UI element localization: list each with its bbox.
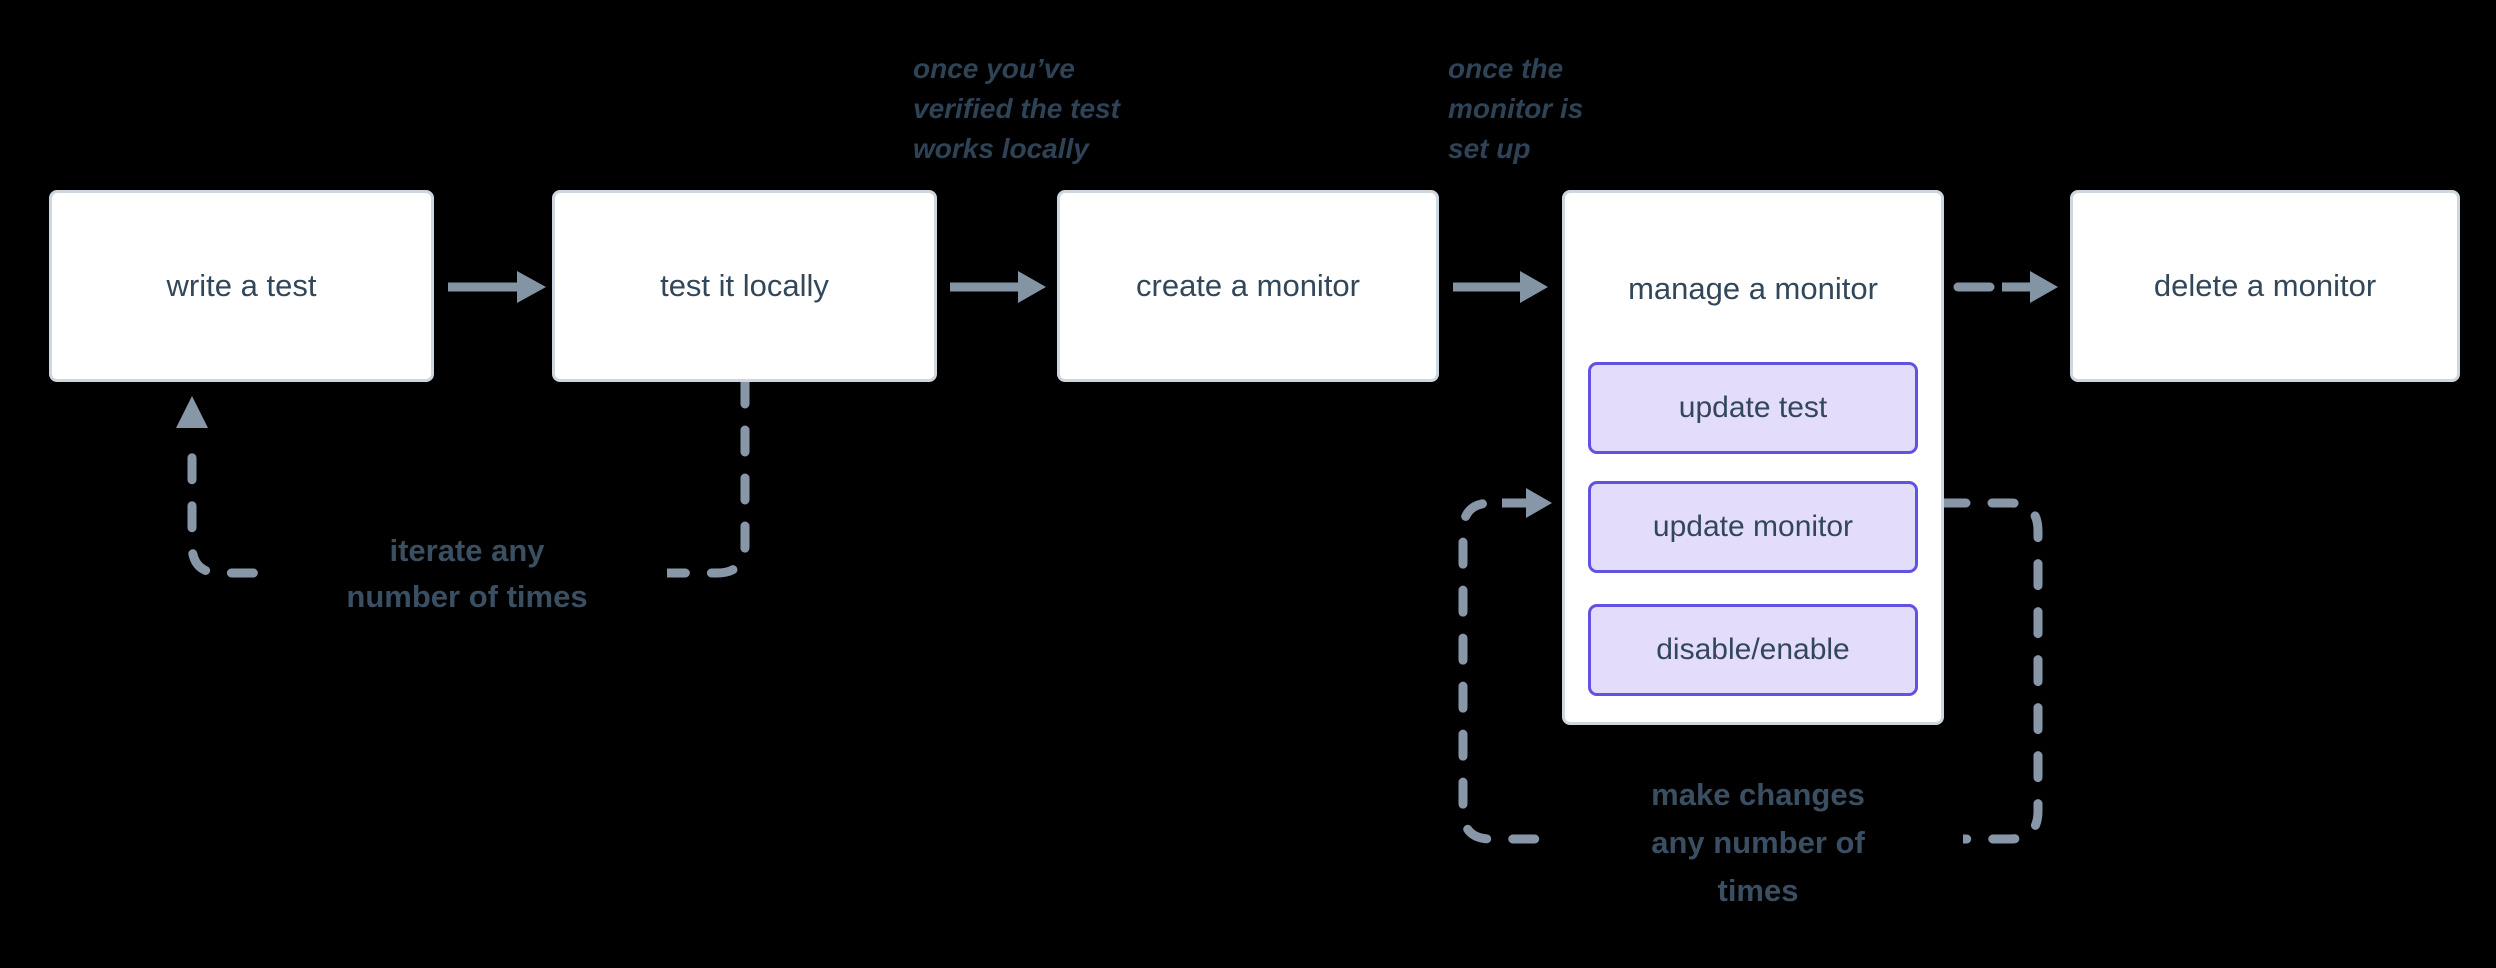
loop-label-line: iterate any [389,533,545,568]
dashed-arrow-manage-to-delete-icon [1953,271,2058,303]
make-changes-loop-label: make changes any number of times [1553,771,1963,915]
loop-label-line: any number of [1651,825,1865,860]
node-label: test it locally [660,268,829,303]
node-label: create a monitor [1136,268,1360,303]
flow-node-delete-monitor: delete a monitor [2070,190,2460,382]
flow-node-create-monitor: create a monitor [1057,190,1439,382]
arrow-test-to-create-icon [950,271,1046,303]
flow-node-write-test: write a test [49,190,434,382]
action-label: update test [1678,391,1828,424]
action-label: disable/enable [1656,633,1850,666]
action-update-test: update test [1588,362,1918,454]
flow-node-test-locally: test it locally [552,190,937,382]
action-update-monitor: update monitor [1588,481,1918,573]
annotation-line: once the [1448,53,1564,84]
node-label: delete a monitor [2153,268,2377,303]
annotation-line: once you’ve [913,53,1075,84]
iterate-loop-label: iterate any number of times [267,528,667,620]
annotation-line: verified the test [913,93,1120,124]
annotation-line: monitor is [1448,93,1584,124]
arrow-write-to-test-icon [448,271,546,303]
action-disable-enable: disable/enable [1588,604,1918,696]
loop-label-line: make changes [1651,777,1865,812]
annotation-line: set up [1448,133,1531,164]
annotation-after-create-monitor: once the monitor is set up [1448,49,1583,169]
node-label: manage a monitor [1565,193,1941,385]
loop-label-line: number of times [346,579,588,614]
action-label: update monitor [1652,510,1854,543]
annotation-after-test-locally: once you’ve verified the test works loca… [913,49,1120,169]
loop-label-line: times [1717,873,1799,908]
flow-node-manage-monitor: manage a monitor update test update moni… [1562,190,1944,725]
node-label-text: manage a monitor [1628,271,1878,306]
arrow-create-to-manage-icon [1453,271,1548,303]
node-label: write a test [166,268,317,303]
annotation-line: works locally [913,133,1089,164]
